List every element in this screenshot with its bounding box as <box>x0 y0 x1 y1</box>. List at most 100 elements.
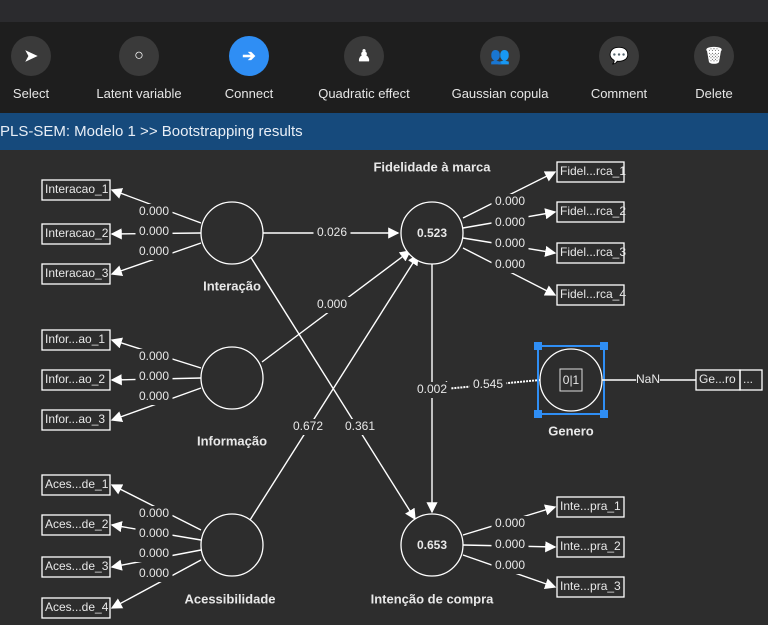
label-bg <box>135 224 173 240</box>
indicator-box[interactable] <box>41 179 111 201</box>
construct-name: Interação <box>203 278 261 293</box>
indicator-box[interactable] <box>41 409 111 431</box>
select-tool[interactable]: ➤Select <box>0 36 91 101</box>
toolbar: ➤Select ○Latent variable ➔ Connect ♟ Quadr… <box>0 22 768 113</box>
label-bg <box>491 257 529 273</box>
indicator-box[interactable] <box>556 496 625 518</box>
indicator-box[interactable] <box>556 201 625 223</box>
label-bg <box>135 506 173 522</box>
resize-handle[interactable] <box>534 342 542 350</box>
path-coef: 0.545 <box>473 377 503 391</box>
construct-acessibilidade[interactable] <box>200 513 264 577</box>
label-bg <box>135 204 173 220</box>
loading-value: 0.000 <box>139 244 169 258</box>
comment-icon: 💬 <box>599 36 639 76</box>
label-bg <box>135 526 173 542</box>
loading-value: 0.000 <box>139 349 169 363</box>
binary-icon <box>559 368 583 392</box>
path-coef: 0.000 <box>317 297 347 311</box>
delete-tool[interactable]: 🗑 Delete <box>654 36 768 101</box>
loading-value: 0.000 <box>495 215 525 229</box>
label-bg <box>313 225 351 241</box>
loading-value: 0.000 <box>495 194 525 208</box>
comment-tool[interactable]: 💬Comment <box>559 36 679 101</box>
gaussian-copula-tool[interactable]: 👥Gaussian copula <box>440 36 560 101</box>
trash-icon: 🗑 <box>694 36 734 76</box>
indicator-box-label: Interacao_2 <box>45 226 109 240</box>
indicator-box-label: Fidel...rca_3 <box>560 245 626 259</box>
path-coef: 0.026 <box>317 225 347 239</box>
connect-tool[interactable]: ➔ Connect <box>189 36 309 101</box>
label-bg <box>491 194 529 210</box>
indicator-more-button-label: ... <box>743 372 753 386</box>
indicator-box-label: Infor...ao_1 <box>45 332 105 346</box>
arrow-right-icon: ➔ <box>229 36 269 76</box>
r-squared-value: 0.523 <box>417 226 447 240</box>
label-bg <box>135 389 173 405</box>
indicator-box[interactable] <box>556 161 625 183</box>
construct-interacao[interactable] <box>200 201 264 265</box>
path-arrow <box>249 253 419 521</box>
quadratic-effect-tool[interactable]: ♟ Quadratic effect <box>304 36 424 101</box>
label-bg <box>135 369 173 385</box>
tool-label: Select <box>12 86 50 101</box>
indicator-box-label: Aces...de_2 <box>45 517 109 531</box>
construct-informacao[interactable] <box>200 346 264 410</box>
tool-label: Latent variable <box>96 86 182 101</box>
tool-label: Quadratic effect <box>318 86 410 101</box>
loading-value: 0.000 <box>139 389 169 403</box>
indicator-box-label: Inte...pra_2 <box>560 539 621 553</box>
indicator-box[interactable] <box>41 474 111 496</box>
indicator-box-label: Infor...ao_2 <box>45 372 105 386</box>
resize-handle[interactable] <box>600 342 608 350</box>
construct-intencao[interactable] <box>400 513 464 577</box>
loading-value: 0.000 <box>139 224 169 238</box>
indicator-box[interactable] <box>41 263 111 285</box>
loading-value: 0.000 <box>139 369 169 383</box>
indicator-box-label: Inte...pra_1 <box>560 499 621 513</box>
indicator-box[interactable] <box>41 556 111 578</box>
indicator-more-button[interactable] <box>739 369 763 391</box>
loading-value: 0.000 <box>139 546 169 560</box>
indicator-box[interactable] <box>556 242 625 264</box>
indicator-box-label: Aces...de_3 <box>45 559 109 573</box>
tool-label: Connect <box>224 86 274 101</box>
loading-value: 0.000 <box>495 236 525 250</box>
indicator-box[interactable] <box>41 597 111 619</box>
resize-handle[interactable] <box>534 410 542 418</box>
indicator-box[interactable] <box>556 536 625 558</box>
person-icon: ♟ <box>344 36 384 76</box>
path-arrow <box>249 255 416 521</box>
label-bg <box>135 349 173 365</box>
indicator-box[interactable] <box>41 223 111 245</box>
loading-arrow <box>110 559 202 609</box>
construct-fidelidade[interactable] <box>400 201 464 265</box>
indicator-box[interactable] <box>41 514 111 536</box>
indicator-box[interactable] <box>556 576 625 598</box>
label-bg <box>491 215 529 231</box>
indicator-box[interactable] <box>41 329 111 351</box>
latent-variable-tool[interactable]: ○Latent variable <box>79 36 199 101</box>
resize-handle[interactable] <box>600 410 608 418</box>
indicator-box-label: Fidel...rca_4 <box>560 287 626 301</box>
label-bg <box>313 297 351 313</box>
path-coef: 0.002 <box>417 382 447 396</box>
label-bg <box>469 377 507 393</box>
label-bg <box>491 516 529 532</box>
tool-label: Delete <box>695 86 733 101</box>
loading-value: NaN <box>636 372 660 386</box>
construct-name: Acessibilidade <box>184 591 275 606</box>
loading-value: 0.000 <box>495 516 525 530</box>
construct-name: Genero <box>548 423 594 438</box>
label-bg <box>341 419 379 435</box>
moderation-arrow <box>432 379 541 397</box>
label-bg <box>135 566 173 582</box>
indicator-box[interactable] <box>556 284 625 306</box>
indicator-box[interactable] <box>41 369 111 391</box>
loading-value: 0.000 <box>139 204 169 218</box>
construct-name: Informação <box>197 433 267 448</box>
indicator-box-label: Interacao_3 <box>45 266 109 280</box>
label-bg <box>413 382 451 398</box>
tool-label: Gaussian copula <box>451 86 549 101</box>
